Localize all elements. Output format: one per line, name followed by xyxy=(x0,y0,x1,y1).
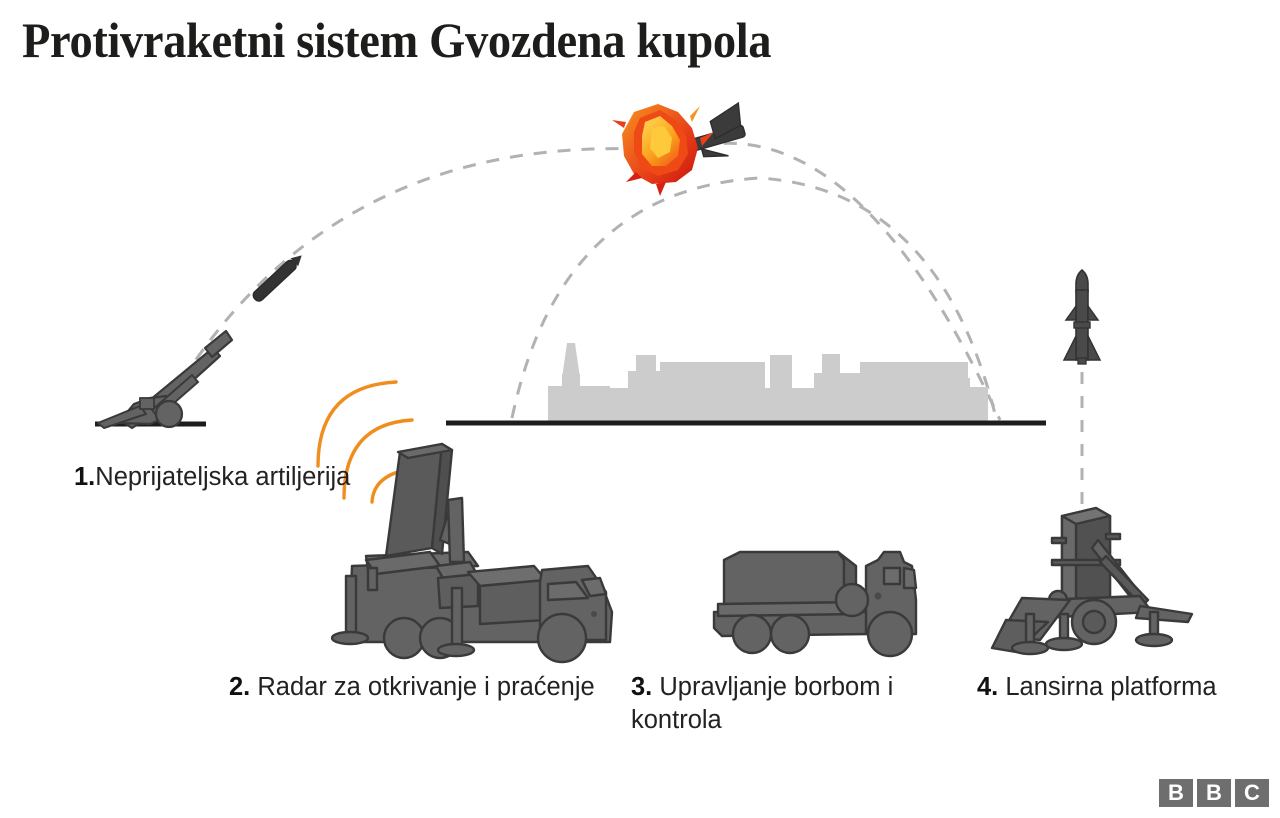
command-control-truck xyxy=(712,550,918,658)
city-skyline xyxy=(548,343,988,423)
step-label-launcher: 4. Lansirna platforma xyxy=(977,671,1237,704)
step-number-1: 1. xyxy=(74,463,96,491)
step-text-4: Lansirna platforma xyxy=(1005,673,1217,701)
interceptor-trajectory-arc xyxy=(510,176,998,419)
launcher-platform xyxy=(990,506,1194,656)
incoming-trajectory-arc xyxy=(168,141,1002,421)
bbc-logo-letter-3: C xyxy=(1235,779,1269,807)
incoming-rocket xyxy=(252,255,302,302)
step-number-2: 2. xyxy=(229,673,251,701)
bbc-logo-letter-2: B xyxy=(1197,779,1231,807)
step-text-3: Upravljanje borbom i kontrola xyxy=(631,673,894,734)
step-text-1: Neprijateljska artiljerija xyxy=(95,463,351,491)
enemy-artillery-howitzer xyxy=(97,329,234,430)
page-title: Protivraketni sistem Gvozdena kupola xyxy=(22,12,772,68)
bbc-logo: B B C xyxy=(1159,779,1269,807)
step-label-detection-radar: 2. Radar za otkrivanje i praćenje xyxy=(229,671,609,704)
step-text-2: Radar za otkrivanje i praćenje xyxy=(257,673,595,701)
ground-line xyxy=(95,420,1046,427)
step-label-enemy-artillery: 1.Neprijateljska artiljerija xyxy=(74,461,374,494)
interceptor-missile xyxy=(1062,268,1102,365)
bbc-logo-letter-1: B xyxy=(1159,779,1193,807)
radar-truck xyxy=(330,442,614,664)
explosion-intercept xyxy=(612,101,746,196)
step-number-4: 4. xyxy=(977,673,999,701)
step-label-battle-management: 3. Upravljanje borbom i kontrola xyxy=(631,671,961,737)
step-number-3: 3. xyxy=(631,673,653,701)
